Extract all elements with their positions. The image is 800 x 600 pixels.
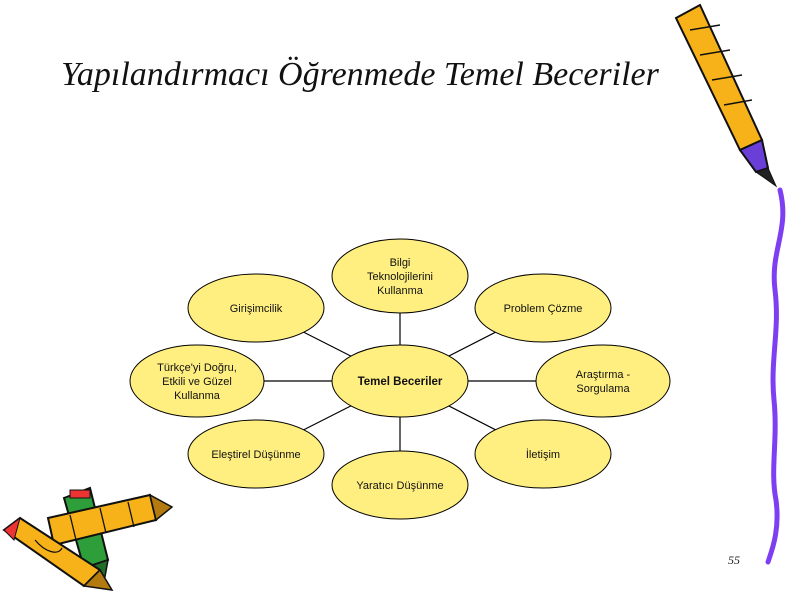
node-yaratici: Yaratıcı Düşünme	[331, 450, 469, 520]
node-ellipse	[187, 273, 325, 343]
node-ellipse	[187, 419, 325, 489]
node-label: İletişim	[526, 448, 560, 461]
node-center: Temel Beceriler	[331, 344, 469, 418]
node-ellipse	[129, 344, 265, 418]
node-label: Araştırma -	[576, 369, 631, 381]
node-arastirma: Araştırma - Sorgulama	[535, 344, 671, 418]
crayon-icon	[2, 516, 114, 591]
node-label: Sorgulama	[576, 383, 630, 395]
node-label: Yaratıcı Düşünme	[356, 480, 443, 492]
node-label: Türkçe'yi Doğru,	[157, 362, 237, 374]
node-label: Temel Beceriler	[358, 376, 443, 388]
slide-title: Yapılandırmacı Öğrenmede Temel Beceriler	[61, 56, 659, 93]
page-number: 55	[728, 553, 740, 567]
node-ellipse	[474, 419, 612, 489]
node-label: Kullanma	[174, 390, 221, 402]
node-label: Kullanma	[377, 285, 424, 297]
node-girisimcilik: Girişimcilik	[187, 273, 325, 343]
node-ellipse	[331, 344, 469, 418]
pencil-icon	[674, 3, 778, 188]
node-elestirel: Eleştirel Düşünme	[187, 419, 325, 489]
swirl-line	[765, 187, 786, 565]
node-iletisim: İletişim	[474, 419, 612, 489]
node-label: Teknolojilerini	[367, 271, 433, 283]
node-problem: Problem Çözme	[474, 273, 612, 343]
node-ellipse	[331, 450, 469, 520]
node-ellipse	[535, 344, 671, 418]
node-ellipse	[331, 238, 469, 314]
node-label: Eleştirel Düşünme	[211, 449, 300, 461]
crayon-icon	[46, 493, 174, 547]
node-label: Etkili ve Güzel	[162, 376, 232, 388]
node-ellipse	[474, 273, 612, 343]
node-label: Girişimcilik	[230, 303, 283, 315]
node-label: Bilgi	[390, 257, 411, 269]
node-label: Problem Çözme	[504, 303, 583, 315]
